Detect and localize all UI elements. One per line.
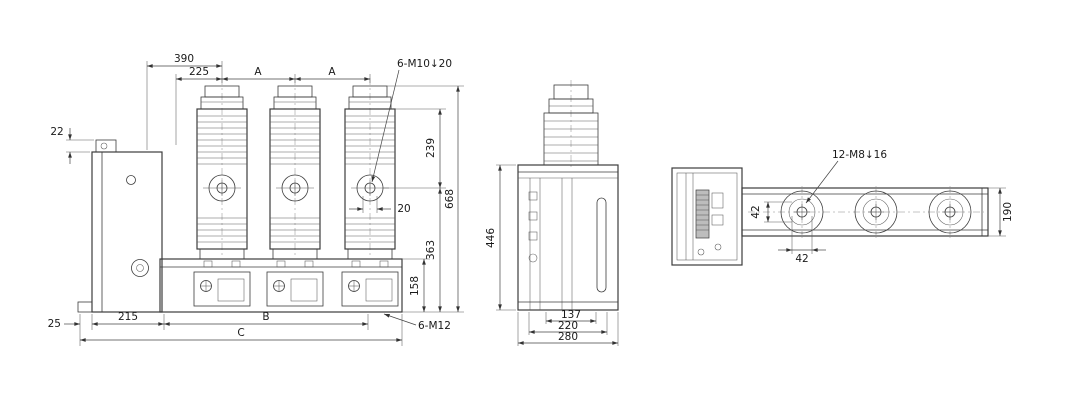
thread-callout-top-label: 6-M10↓20 <box>397 58 452 70</box>
dim-390-label: 390 <box>174 53 194 65</box>
dim-42-horizontal-label: 42 <box>795 253 808 265</box>
dim-239-label: 239 <box>425 138 437 158</box>
dim-220-label: 220 <box>558 320 578 332</box>
lower-terminal-box-2 <box>266 271 324 307</box>
dim-190-label: 190 <box>1002 202 1014 222</box>
side-cabinet <box>517 164 619 311</box>
pole-3 <box>344 77 396 268</box>
operating-mechanism-frame <box>77 139 163 313</box>
dim-668-label: 668 <box>444 189 456 209</box>
thread-callout-rear-label: 12-M8↓16 <box>832 149 887 161</box>
lower-terminal-box-3 <box>341 271 399 307</box>
dim-25-label: 25 <box>48 318 61 330</box>
dim-215-label: 215 <box>118 311 138 323</box>
dim-280-label: 280 <box>558 331 578 343</box>
dim-363-label: 363 <box>425 240 437 260</box>
dim-20-label: 20 <box>397 203 410 215</box>
dim-225-label: 225 <box>189 66 209 78</box>
dim-158-label: 158 <box>409 276 421 296</box>
dim-b-label: B <box>262 311 269 323</box>
side-view-dimensions: 446 137 220 280 <box>485 164 619 346</box>
rear-mechanism-box <box>671 167 743 266</box>
dim-a-right-label: A <box>328 66 336 78</box>
side-view <box>517 80 619 311</box>
dim-22-label: 22 <box>50 126 63 138</box>
front-view <box>77 77 403 313</box>
pole-1 <box>196 77 248 268</box>
side-pole <box>543 84 599 166</box>
lower-terminal-box-1 <box>193 271 251 307</box>
dim-42-vertical-label: 42 <box>750 205 762 218</box>
thread-callout-bottom-label: 6-M12 <box>418 320 451 332</box>
dim-c-label: C <box>237 327 244 339</box>
dim-a-left-label: A <box>254 66 262 78</box>
front-view-dimensions: 390 225 A A 6-M10↓20 22 239 363 158 668 <box>48 53 464 346</box>
dim-137-label: 137 <box>561 309 581 321</box>
rear-view <box>671 167 989 266</box>
pole-2 <box>269 77 321 268</box>
dim-446-label: 446 <box>485 228 497 248</box>
rear-view-dimensions: 12-M8↓16 42 42 190 <box>750 149 1014 265</box>
